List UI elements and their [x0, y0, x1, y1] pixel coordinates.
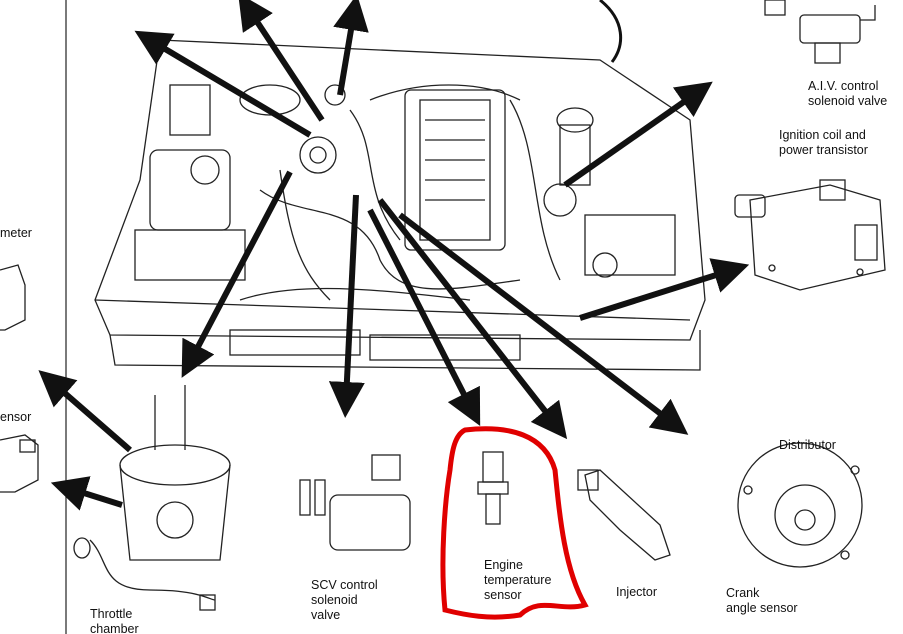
arrow [367, 208, 481, 427]
engine-temp-sensor-drawing [477, 451, 509, 525]
throttle-chamber-drawing [73, 385, 231, 611]
curved-leader-line [599, 0, 623, 63]
label-line: Ignition coil and [779, 128, 866, 142]
injector-drawing [577, 469, 671, 561]
engine-bay-illustration [94, 39, 706, 371]
distributor-drawing [737, 442, 863, 568]
label-line: solenoid valve [808, 94, 888, 108]
meter-drawing [0, 264, 26, 331]
sensor-left-label: ensor [0, 410, 32, 424]
label-line: A.I.V. control [808, 79, 879, 93]
label-line: SCV control [311, 578, 378, 592]
distributor-label: Distributor [779, 438, 836, 452]
engine-temp-label: Engine temperature sensor [484, 558, 551, 603]
throttle-chamber-label: Throttle chamber [90, 607, 139, 634]
meter-label: meter [0, 226, 32, 240]
label-line: angle sensor [726, 601, 798, 615]
label-line: Crank [726, 586, 760, 600]
arrow [333, 0, 369, 96]
arrow [579, 258, 750, 321]
label-line: Engine [484, 558, 523, 572]
left-sensor-drawing [0, 434, 39, 493]
arrow [181, 170, 293, 378]
label-line: Throttle [90, 607, 133, 621]
injector-label: Injector [616, 585, 657, 599]
pointer-arrows [38, 0, 750, 511]
arrow [50, 476, 123, 511]
label-line: sensor [484, 588, 522, 602]
arrow [377, 198, 568, 440]
arrow [38, 370, 132, 453]
arrow [398, 212, 689, 435]
label-line: power transistor [779, 143, 868, 157]
scv-valve-drawing [299, 454, 411, 551]
aiv-label: A.I.V. control solenoid valve [808, 79, 887, 109]
arrow [238, 0, 325, 122]
arrow [328, 194, 365, 418]
label-line: valve [311, 608, 341, 622]
label-line: chamber [90, 622, 139, 634]
aiv-valve-drawing [764, 0, 876, 64]
highlight-circle [440, 426, 589, 620]
label-line: solenoid [311, 593, 358, 607]
arrow [563, 81, 713, 188]
scv-label: SCV control solenoid valve [311, 578, 378, 623]
ignition-coil-drawing [734, 179, 886, 291]
label-line: temperature [484, 573, 552, 587]
arrow [134, 30, 312, 138]
ignition-label: Ignition coil and power transistor [779, 128, 868, 158]
crank-sensor-label: Crank angle sensor [726, 586, 798, 616]
